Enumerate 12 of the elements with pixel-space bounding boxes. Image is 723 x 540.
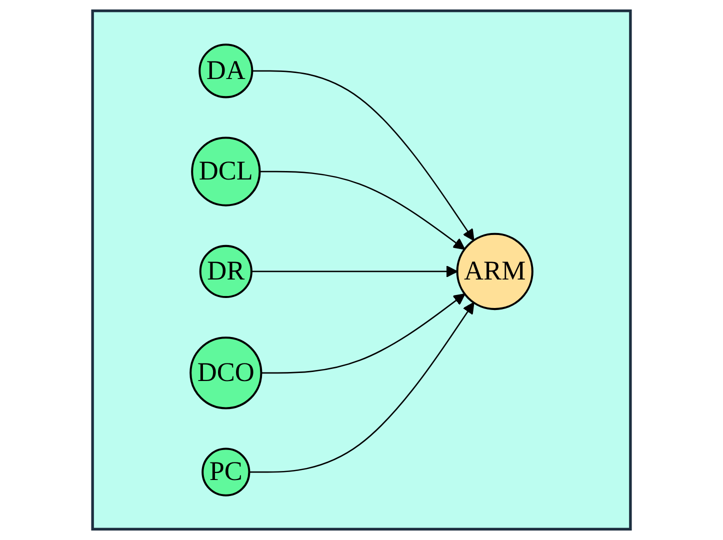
arrow xyxy=(252,70,474,241)
cluster xyxy=(91,9,632,531)
arrow xyxy=(251,266,458,278)
arrow xyxy=(249,302,474,473)
arrow xyxy=(260,170,466,250)
node-circle: PC xyxy=(202,448,250,496)
arrow xyxy=(261,293,466,374)
node-circle: DCO xyxy=(190,336,262,410)
node-circle: DR xyxy=(199,244,252,298)
node-circle: ARM xyxy=(456,232,534,310)
node-circle: DA xyxy=(198,44,254,98)
node-circle: DCL xyxy=(191,136,261,206)
